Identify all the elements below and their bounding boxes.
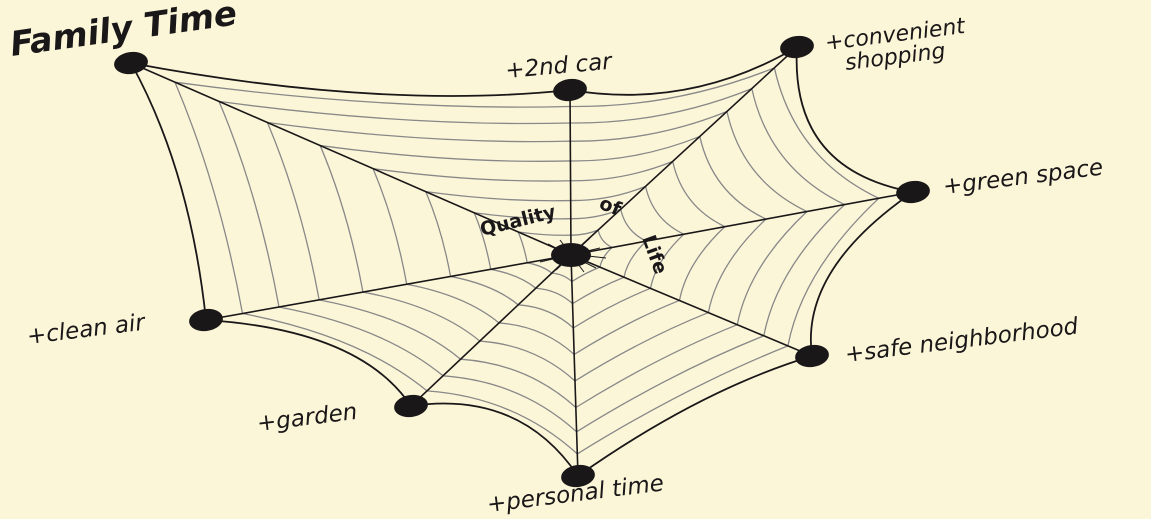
center-label-of: of: [596, 192, 625, 221]
web-ring: [267, 111, 807, 407]
web-ring: [320, 136, 766, 381]
web-spoke: [571, 255, 812, 356]
web-ring: [373, 161, 725, 354]
web-frame-thread: [578, 356, 812, 476]
node-convenient-shopping: [779, 34, 816, 61]
web-frame-thread: [411, 403, 578, 476]
web-frame-thread: [811, 192, 913, 356]
label-second-car: +2nd car: [504, 49, 614, 84]
web-spoke: [571, 255, 578, 476]
web-spoke: [206, 255, 571, 320]
node-clean-air: [188, 307, 225, 334]
label-green-space: +green space: [942, 155, 1105, 200]
web-ring: [219, 89, 845, 432]
node-second-car: [552, 77, 589, 104]
label-safe-neighborhood: +safe neighborhood: [844, 314, 1080, 368]
center-label-life: Life: [637, 232, 671, 277]
label-clean-air: +clean air: [26, 310, 148, 350]
node-garden: [393, 393, 430, 420]
node-family-time: [113, 50, 150, 77]
web-spoke: [571, 47, 797, 255]
node-safe-neighborhood: [794, 343, 831, 370]
web-spoke: [570, 90, 571, 255]
web-frame-thread: [131, 63, 206, 320]
web-frame-thread: [206, 320, 411, 406]
center-node: [551, 243, 591, 267]
label-garden: +garden: [256, 399, 359, 437]
web-rings: [175, 68, 879, 454]
web-spoke: [411, 255, 571, 406]
web-nodes: [113, 34, 932, 490]
